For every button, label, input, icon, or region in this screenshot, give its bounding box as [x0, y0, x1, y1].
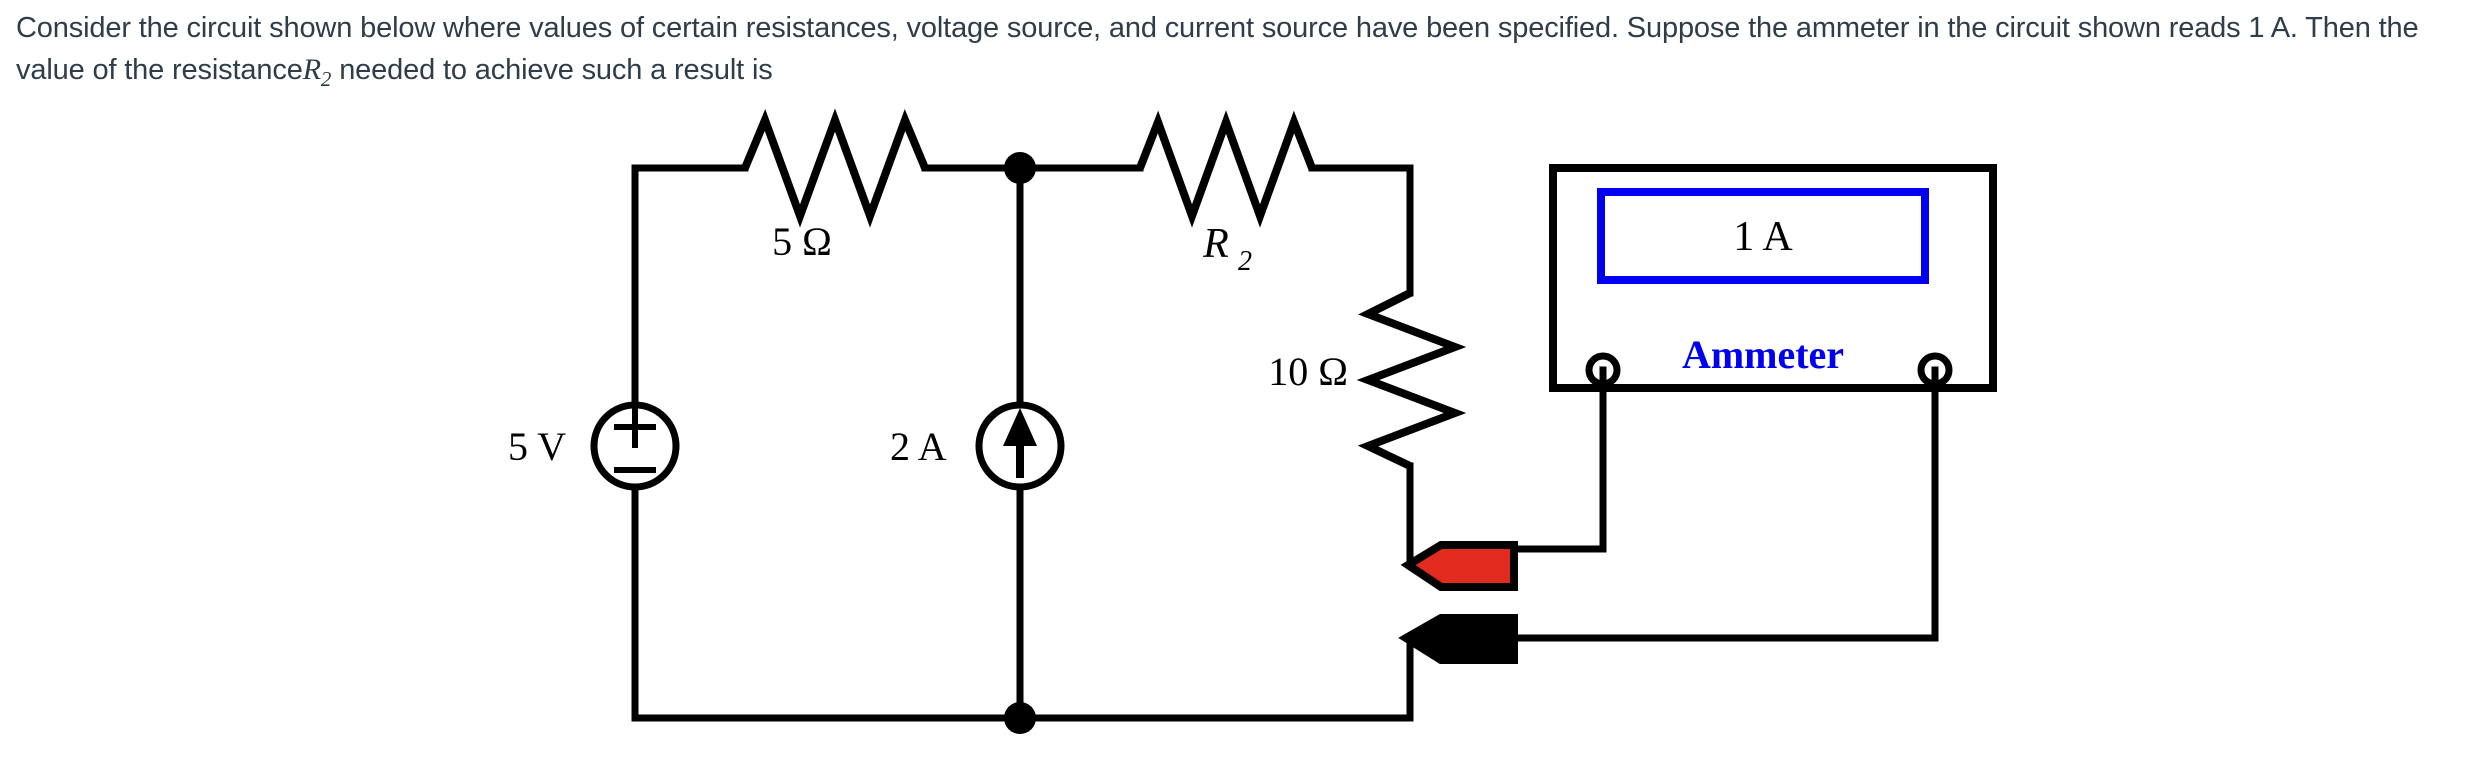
- problem-line1: Consider the circuit shown below where v…: [16, 12, 2265, 44]
- resistance-variable-subscript: 2: [320, 66, 332, 91]
- probe-positive-red[interactable]: [1400, 541, 1518, 591]
- resistor-10ohm-symbol: [1356, 289, 1467, 470]
- resistor-10ohm-label: 10 Ω: [1268, 349, 1348, 394]
- wire-ammeter-right-lead: [1479, 366, 1939, 642]
- voltage-source-label: 5 V: [508, 424, 566, 469]
- problem-line2-suffix: needed to achieve such a result is: [339, 54, 773, 87]
- ammeter-title: Ammeter: [1682, 332, 1844, 377]
- resistor-r2-label: R: [1202, 221, 1229, 267]
- probe-negative-black[interactable]: [1398, 614, 1518, 664]
- wire-top-right-corner: [1308, 164, 1414, 297]
- current-arrow-head: [1003, 408, 1037, 446]
- wire-ammeter-left-lead: [1481, 366, 1607, 553]
- node-dot-top: [1004, 152, 1036, 184]
- resistor-5ohm-symbol: [741, 108, 929, 228]
- resistor-r2-subscript: 2: [1238, 246, 1252, 277]
- resistor-5ohm-label: 5 Ω: [772, 219, 832, 264]
- resistance-variable: R: [302, 53, 321, 87]
- wire-bottom-right: [1016, 634, 1414, 722]
- resistor-r2-symbol: [1136, 110, 1316, 228]
- ammeter-reading: 1 A: [1733, 214, 1793, 260]
- ammeter-display-screen: [1597, 188, 1929, 284]
- node-dot-bottom: [1004, 702, 1036, 734]
- current-source-label: 2 A: [890, 424, 947, 469]
- problem-line2-prefix: A. Then the value of the resistance: [16, 12, 2419, 87]
- problem-statement: Consider the circuit shown below where v…: [16, 8, 2466, 95]
